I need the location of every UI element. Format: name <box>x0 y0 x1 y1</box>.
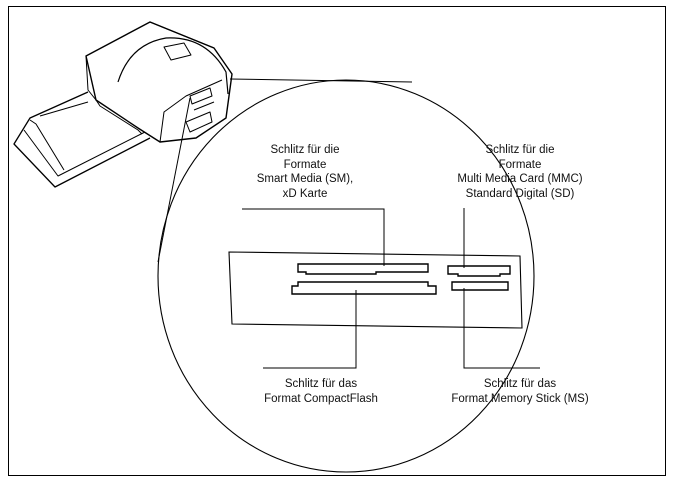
smart-media-slot <box>297 263 429 275</box>
leader-lines <box>242 208 540 369</box>
label-compactflash-slot: Schlitz für das Format CompactFlash <box>264 378 378 405</box>
printer-illustration <box>13 21 233 188</box>
mmc-sd-slot <box>447 265 511 277</box>
compactflash-slot <box>291 281 437 295</box>
label-mmc-sd-slot: Schlitz für die Formate Multi Media Card… <box>457 144 583 200</box>
figure-frame <box>8 6 666 476</box>
label-memory-stick-slot: Schlitz für das Format Memory Stick (MS) <box>451 378 589 405</box>
magnifier-callout <box>157 78 535 473</box>
card-reader-panel <box>228 251 523 329</box>
memory-stick-slot <box>451 281 509 291</box>
label-smart-media-slot: Schlitz für die Formate Smart Media (SM)… <box>256 144 354 200</box>
